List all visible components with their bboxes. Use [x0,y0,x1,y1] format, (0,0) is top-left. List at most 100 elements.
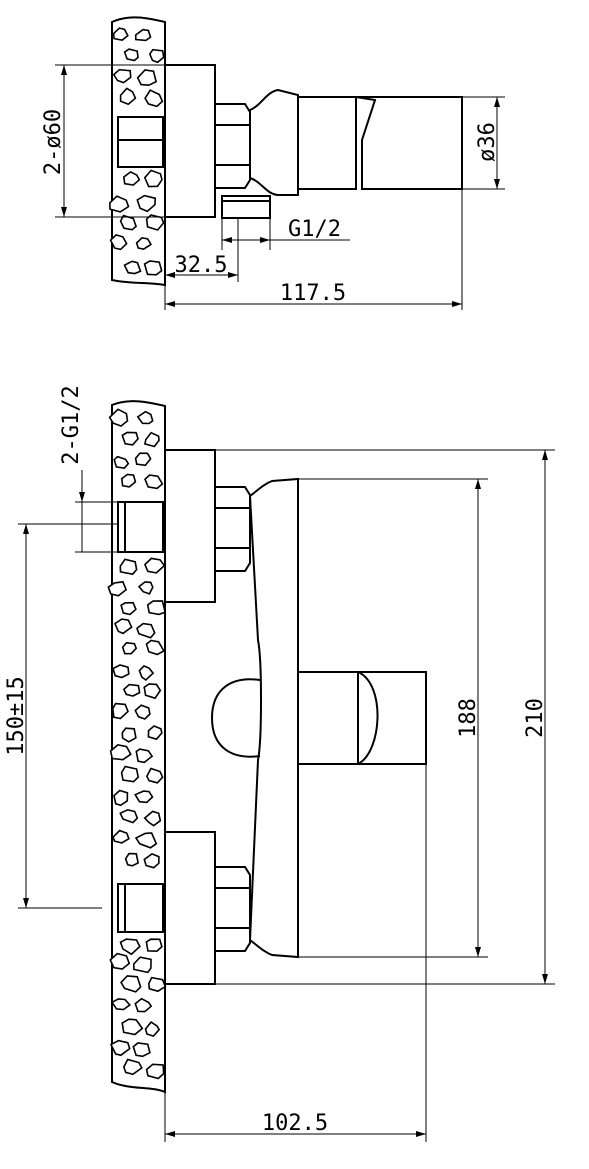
wall-stone [107,580,128,597]
wall-stone [122,170,141,186]
wall-stone [136,622,156,639]
inlet-fitting-lower [117,883,164,933]
wall-section-bottom [107,400,167,1094]
inlet-fitting-upper [117,501,164,553]
wall-stone [112,664,130,679]
dim-body-height: 188 [298,478,488,958]
wall-stone [119,808,139,824]
wall-stone [134,28,152,42]
label-thread: G1/2 [288,217,341,242]
wall-stone [146,600,167,616]
wall-stone [134,452,152,467]
wall-stone [132,956,152,974]
dim-total-depth: 117.5 [165,189,463,310]
label-total-depth: 117.5 [280,281,346,306]
wall-stone [110,998,131,1011]
label-handle-diameter: ø36 [475,122,500,162]
wall-stone [137,581,154,595]
dim-overall-height: 210 [215,449,555,985]
wall-stone [134,704,151,720]
wall-stone [124,852,140,867]
label-overall-height: 210 [523,698,548,738]
wall-stone [109,744,132,761]
dim-inlet-thread: 2-G1/2 [59,385,118,553]
wall-stone [135,236,152,250]
wall-stone [109,952,131,970]
wall-stone [132,1042,151,1058]
wall-stone [147,976,167,993]
side-view: 2-ø60 ø36 G1/2 32.5 117.5 [41,16,505,310]
wall-stone [134,832,158,849]
outlet-thread-top [221,195,271,219]
wall-section-top [108,16,166,287]
wall-stone [119,938,141,956]
valve-body-front [210,477,427,959]
label-offset-length: 32.5 [175,253,228,278]
wall-stone [121,727,137,743]
wall-stone [121,1018,144,1036]
wall-stones-bottom [107,408,167,1080]
wall-stone [136,69,158,87]
hex-nut-upper [214,486,251,572]
wall-stone [148,48,165,64]
wall-stone [146,767,164,784]
wall-stone [121,641,138,655]
wall-stone [120,473,137,488]
wall-stone [113,789,129,807]
flange-lower [164,831,216,985]
wall-stone [138,665,155,682]
wall-stone [120,765,140,783]
dim-offset-length: 32.5 [164,217,239,310]
wall-stone [143,852,160,869]
dim-flange-diameter: 2-ø60 [41,64,165,218]
wall-stone [134,997,153,1013]
wall-stone [114,618,133,635]
wall-stone [109,234,128,251]
wall-stone [145,1063,165,1080]
wall-stone [122,683,141,697]
label-body-height: 188 [456,698,481,738]
wall-stone [123,260,142,275]
wall-stone [136,410,154,425]
dim-inlet-spacing: 150±15 [4,523,118,909]
wall-stone [119,87,137,106]
wall-stone [145,938,163,953]
wall-stone [135,748,154,764]
wall-stone [143,810,162,827]
flange-upper [164,449,216,603]
wall-stone [109,1039,131,1057]
wall-stone [120,601,137,616]
wall-stone [134,790,154,804]
dim-handle-diameter: ø36 [462,96,505,190]
wall-stone [143,169,163,188]
wall-stone [147,725,163,741]
hex-nut-top [214,103,251,189]
wall-stone [143,431,160,448]
wall-stone [143,683,162,700]
wall-stone [123,48,139,62]
wall-stone [144,1021,161,1038]
wall-stone [113,455,130,470]
wall-stone [136,194,157,213]
wall-stone [112,68,132,84]
wall-stone [119,214,138,231]
label-flange-diameter: 2-ø60 [41,109,66,175]
wall-stone [143,557,166,574]
hex-nut-lower [214,866,251,952]
wall-stone [144,474,164,490]
wall-stone [120,975,142,993]
valve-body-top [249,88,463,196]
wall-stone [119,558,138,576]
label-front-depth: 102.5 [262,1111,328,1136]
wall-stone [143,260,163,276]
wall-stone [112,829,130,844]
dim-thread: G1/2 [221,217,350,250]
label-inlet-spacing: 150±15 [4,676,29,755]
wall-stone [144,89,164,108]
wall-stone [112,27,129,41]
flange-top [164,64,216,218]
wall-stone [111,702,129,720]
wall-stones-top [108,27,165,276]
inlet-fitting-top [117,116,164,168]
